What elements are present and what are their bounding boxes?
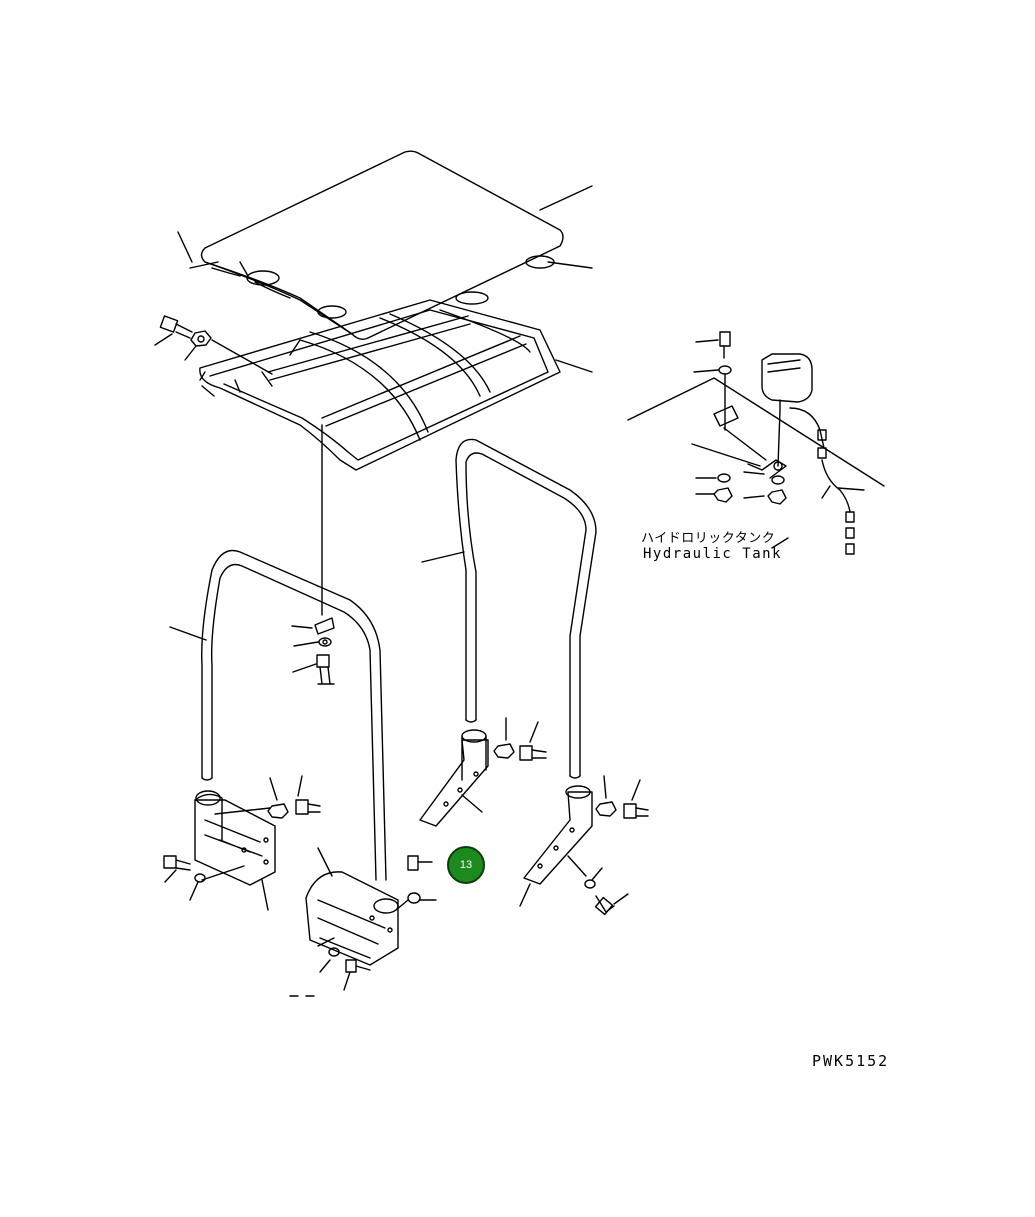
center-lower-bracket <box>306 848 398 965</box>
right-lower-bracket <box>520 786 592 906</box>
right-lower-fasteners <box>585 776 648 914</box>
nut-top-left <box>191 331 211 346</box>
middle-fasteners <box>292 618 334 684</box>
leader-nut-frame <box>212 340 272 374</box>
leader-right-bar <box>422 552 464 562</box>
hydraulic-tank-label-en: Hydraulic Tank <box>643 546 783 562</box>
right-center-fasteners <box>494 718 546 760</box>
left-roll-bar <box>202 550 386 880</box>
leader-lines-upper <box>155 186 592 372</box>
hydraulic-tank-lamp-assembly <box>628 332 884 554</box>
drawing-number: PWK5152 <box>812 1052 890 1070</box>
bolt-top-left <box>160 316 192 338</box>
leader-left-bar <box>170 627 206 640</box>
left-lower-bracket <box>195 791 275 885</box>
canopy-roof <box>190 151 563 339</box>
roof-frame <box>200 300 560 470</box>
right-center-bracket <box>420 730 488 826</box>
center-bracket-fasteners <box>290 856 436 996</box>
part-callout-number: 13 <box>459 859 473 871</box>
hydraulic-tank-label-jp: ハイドロリックタンク <box>641 531 776 546</box>
right-roll-bar <box>456 439 596 778</box>
part-callout-button[interactable]: 13 <box>447 846 485 884</box>
left-bracket-fasteners <box>164 776 320 910</box>
